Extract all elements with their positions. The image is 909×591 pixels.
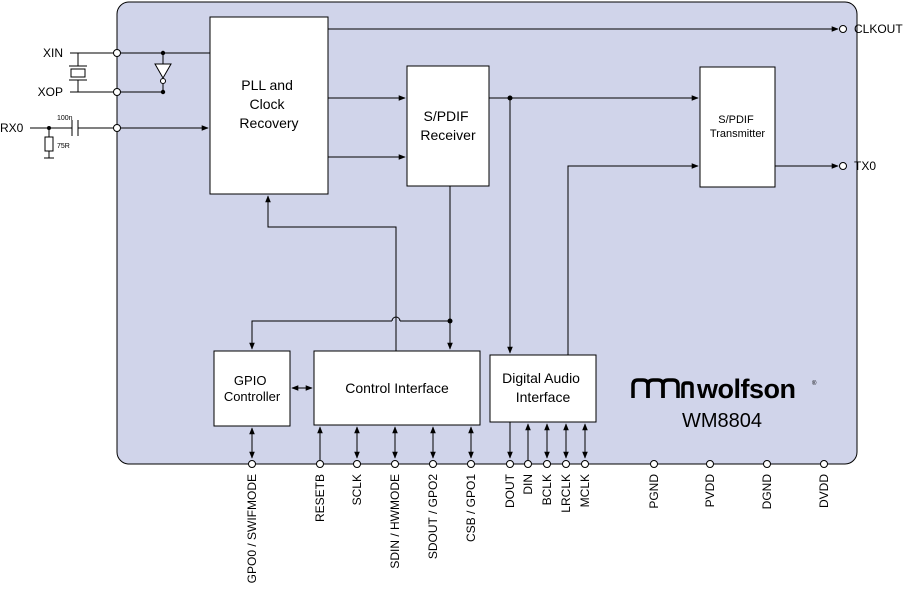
dai-label-2: Interface <box>516 389 571 405</box>
bottom-pin-label: SDIN / HWMODE <box>388 474 402 569</box>
pll-label-3: Recovery <box>239 115 298 131</box>
spdif-rx-label-1: S/PDIF <box>423 108 468 124</box>
pin-5 <box>467 460 475 468</box>
crystal-icon <box>70 68 86 78</box>
gpio-controller-block: GPIO Controller <box>213 350 291 427</box>
pin-9 <box>562 460 570 468</box>
pin-14 <box>820 460 828 468</box>
label-tx0: TX0 <box>854 159 876 173</box>
svg-text:Control Interface: Control Interface <box>345 380 449 396</box>
pin-tx0 <box>839 162 847 170</box>
wolfson-logo: wolfson ® <box>631 374 817 404</box>
bottom-wires <box>249 422 588 460</box>
bottom-pin-label: RESETB <box>313 474 327 522</box>
wire-control-pll <box>265 195 397 351</box>
pin-2 <box>353 460 361 468</box>
pin-7 <box>524 460 532 468</box>
pin-8 <box>543 460 551 468</box>
control-label: Control Interface <box>345 380 449 396</box>
spdif-tx-label-2: Transmitter <box>710 128 766 140</box>
bottom-pin-label: SDOUT / GPO2 <box>426 474 440 559</box>
bottom-pin-label: CSB / GPO1 <box>464 474 478 542</box>
wire-bus-gpio-2 <box>249 320 392 350</box>
bottom-pin-label: BCLK <box>540 474 554 505</box>
part-number: WM8804 <box>682 410 762 432</box>
svg-text:S/PDIF Receiver: S/PDIF Receiver <box>420 108 476 143</box>
bottom-pin-label: DIN <box>521 474 535 495</box>
junction-xop <box>160 89 166 95</box>
spdif-transmitter-block: S/PDIF Transmitter <box>699 66 776 188</box>
pin-4 <box>429 460 437 468</box>
junction-xin <box>160 50 166 56</box>
pin-clkout <box>839 25 847 33</box>
digital-audio-interface-block: Digital Audio Interface <box>489 354 597 423</box>
wolfson-wave-icon <box>631 378 694 398</box>
label-res: 75R <box>57 143 70 150</box>
bottom-pin-label: DVDD <box>817 474 831 508</box>
pin-xop <box>113 88 121 96</box>
wire-dai-tx <box>567 163 699 355</box>
dai-label-1: Digital Audio <box>502 370 580 386</box>
gpio-label-2: Controller <box>224 389 281 404</box>
resistor-icon <box>44 136 54 152</box>
gpio-label-1: GPIO <box>234 373 267 388</box>
pin-12 <box>706 460 714 468</box>
pin-13 <box>763 460 771 468</box>
svg-text:PLL and Clock Reco: PLL and Clock Recovery <box>239 77 298 131</box>
svg-text:GPIO Controller: GPIO Controller <box>224 373 281 404</box>
bottom-pins: GPO0 / SWIFMODE RESETB SCLK SDIN / HWMODE SD… <box>245 460 831 583</box>
label-cap: 100n <box>57 115 73 122</box>
pin-10 <box>581 460 589 468</box>
pll-label-2: Clock <box>250 96 286 112</box>
bottom-pin-label: DOUT <box>503 473 517 508</box>
spdif-rx-label-2: Receiver <box>420 127 476 143</box>
spdif-receiver-block: S/PDIF Receiver <box>406 65 490 187</box>
label-rx0: RX0 <box>0 121 24 135</box>
pll-block: PLL and Clock Recovery <box>209 16 329 195</box>
pin-0 <box>248 460 256 468</box>
spdif-tx-label-1: S/PDIF <box>718 114 754 126</box>
bottom-pin-label: PVDD <box>703 474 717 508</box>
svg-text:Digital Audio Interface: Digital Audio Interface <box>502 370 584 405</box>
pin-rx0 <box>113 124 121 132</box>
pin-3 <box>391 460 399 468</box>
pin-6 <box>506 460 514 468</box>
bottom-pin-label: LRCLK <box>559 474 573 513</box>
junction-control <box>447 318 453 324</box>
pin-xin <box>113 49 121 57</box>
svg-text:S/PDIF Transmitter: S/PDIF Transmitter <box>710 114 766 140</box>
registered-mark: ® <box>812 380 817 387</box>
pin-11 <box>650 460 658 468</box>
bottom-pin-label: DGND <box>760 474 774 510</box>
label-xop: XOP <box>38 85 63 99</box>
bottom-pin-label: GPO0 / SWIFMODE <box>245 474 259 583</box>
brand-name: wolfson <box>696 374 796 404</box>
inverter-bubble <box>160 78 166 84</box>
bottom-pin-label: SCLK <box>350 474 364 505</box>
label-clkout: CLKOUT <box>854 22 903 36</box>
bottom-pin-label: MCLK <box>578 474 592 507</box>
bottom-pin-label: PGND <box>647 474 661 509</box>
inverter-icon <box>154 63 172 80</box>
control-interface-block: Control Interface <box>313 350 481 426</box>
pin-1 <box>316 460 324 468</box>
pll-label-1: PLL and <box>241 77 293 93</box>
label-xin: XIN <box>43 46 63 60</box>
